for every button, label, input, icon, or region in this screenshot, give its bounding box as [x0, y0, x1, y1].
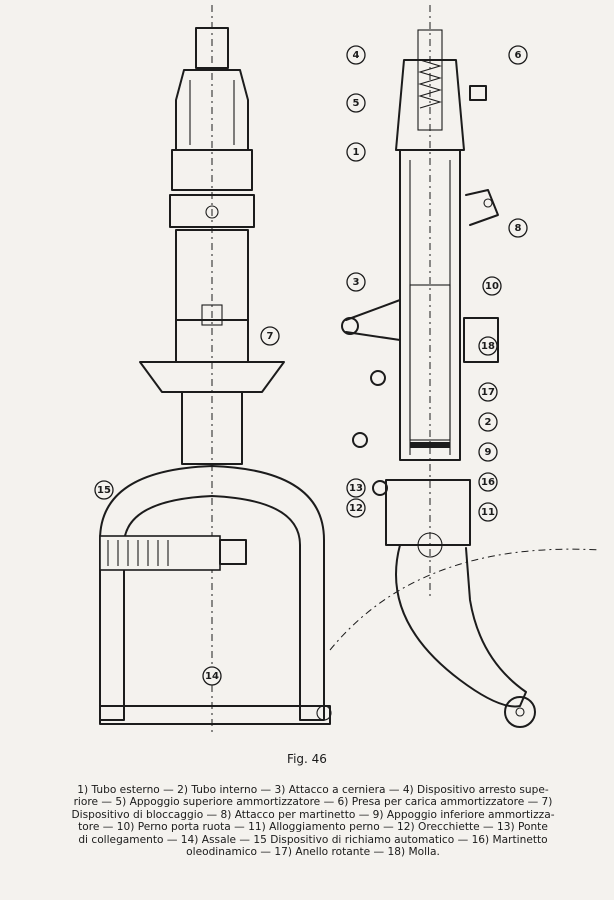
- callout-number: 9: [485, 447, 492, 458]
- callout-circle: [478, 336, 498, 356]
- callout-circle: [346, 93, 366, 113]
- callout-circle: [478, 382, 498, 402]
- callout-circle: [508, 45, 528, 65]
- callout-4: 4: [346, 45, 366, 65]
- caption-line: oleodinamico — 17) Anello rotante — 18) …: [186, 846, 440, 859]
- callout-circle: [346, 45, 366, 65]
- callout-10: 10: [482, 276, 502, 296]
- callout-number: 16: [481, 477, 495, 488]
- front-view: [99, 5, 332, 735]
- callout-number: 2: [485, 417, 492, 428]
- callout-number: 3: [353, 277, 360, 288]
- callout-circle: [478, 502, 498, 522]
- callout-16: 16: [478, 472, 498, 492]
- callout-8: 8: [508, 218, 528, 238]
- callout-3: 3: [346, 272, 366, 292]
- callout-number: 14: [205, 671, 219, 682]
- callout-number: 1: [353, 147, 360, 158]
- callout-circle: [346, 498, 366, 518]
- callout-circle: [202, 666, 222, 686]
- callout-number: 13: [349, 483, 363, 494]
- callout-7: 7: [260, 326, 280, 346]
- callout-circle: [346, 478, 366, 498]
- callout-17: 17: [478, 382, 498, 402]
- callout-circle: [346, 142, 366, 162]
- callout-circle: [478, 472, 498, 492]
- callout-number: 18: [481, 341, 495, 352]
- caption-line: Dispositivo di bloccaggio — 8) Attacco p…: [71, 808, 555, 821]
- callout-circle: [508, 218, 528, 238]
- callout-circle: [260, 326, 280, 346]
- callout-circle: [94, 480, 114, 500]
- callout-circle: [478, 412, 498, 432]
- figure-label: Fig. 46: [287, 752, 327, 766]
- callout-number: 17: [481, 387, 495, 398]
- callout-14: 14: [202, 666, 222, 686]
- callout-number: 11: [481, 507, 495, 518]
- callout-2: 2: [478, 412, 498, 432]
- callout-number: 7: [267, 331, 274, 342]
- callout-number: 10: [485, 281, 499, 292]
- callout-1: 1: [346, 142, 366, 162]
- callout-number: 5: [353, 98, 360, 109]
- callout-11: 11: [478, 502, 498, 522]
- caption-line: 1) Tubo esterno — 2) Tubo interno — 3) A…: [77, 784, 549, 796]
- callout-18: 18: [478, 336, 498, 356]
- callout-number: 6: [515, 50, 522, 61]
- callout-circle: [478, 442, 498, 462]
- caption-line: riore — 5) Appoggio superiore ammortizza…: [73, 796, 553, 809]
- callout-9: 9: [478, 442, 498, 462]
- caption-line: di collegamento — 14) Assale — 15 Dispos…: [78, 833, 548, 846]
- figure-caption: 1) Tubo esterno — 2) Tubo interno — 3) A…: [46, 784, 580, 858]
- callout-number: 8: [515, 223, 522, 234]
- callout-12: 12: [346, 498, 366, 518]
- section-view: [329, 5, 601, 728]
- callout-circle: [482, 276, 502, 296]
- callout-13: 13: [346, 478, 366, 498]
- caption-line: tore — 10) Perno porta ruota — 11) Allog…: [78, 821, 548, 834]
- callout-number: 15: [97, 485, 111, 496]
- callout-15: 15: [94, 480, 114, 500]
- callout-5: 5: [346, 93, 366, 113]
- callout-number: 4: [353, 50, 360, 61]
- callout-number: 12: [349, 503, 363, 514]
- callout-6: 6: [508, 45, 528, 65]
- callout-circle: [346, 272, 366, 292]
